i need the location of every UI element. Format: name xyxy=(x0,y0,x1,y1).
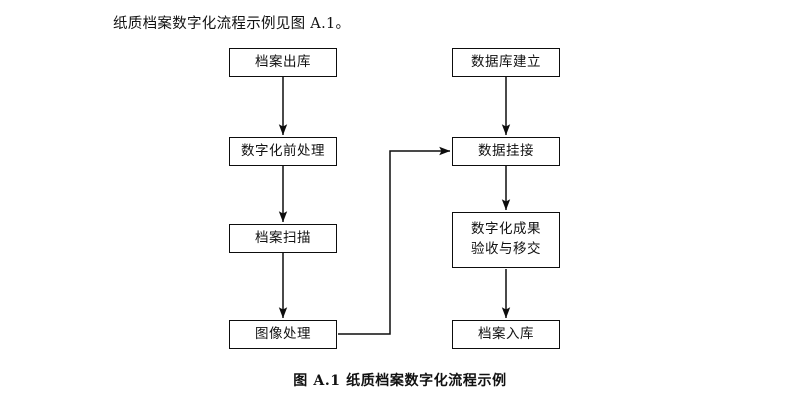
node-scan-label: 档案扫描 xyxy=(255,229,311,246)
node-db-build-label: 数据库建立 xyxy=(471,53,541,70)
node-image-process[interactable]: 图像处理 xyxy=(229,320,337,349)
node-image-process-label: 图像处理 xyxy=(255,325,311,342)
node-archive-out[interactable]: 档案出库 xyxy=(229,48,337,77)
node-data-link[interactable]: 数据挂接 xyxy=(452,137,560,166)
figure-caption: 图 A.1 纸质档案数字化流程示例 xyxy=(293,373,507,389)
node-pre-process[interactable]: 数字化前处理 xyxy=(229,137,337,166)
node-archive-in-label: 档案入库 xyxy=(478,325,534,342)
node-db-build[interactable]: 数据库建立 xyxy=(452,48,560,77)
intro-paragraph: 纸质档案数字化流程示例见图 A.1。 xyxy=(113,16,351,32)
node-archive-out-label: 档案出库 xyxy=(255,53,311,70)
node-data-link-label: 数据挂接 xyxy=(478,142,534,159)
edge-image-process-to-data-link xyxy=(338,146,451,335)
node-archive-in[interactable]: 档案入库 xyxy=(452,320,560,349)
node-accept-label-line2: 验收与移交 xyxy=(471,241,541,257)
node-pre-process-label: 数字化前处理 xyxy=(241,142,325,159)
node-accept[interactable]: 数字化成果 验收与移交 xyxy=(452,212,560,268)
node-scan[interactable]: 档案扫描 xyxy=(229,224,337,253)
node-accept-label-line1: 数字化成果 xyxy=(471,221,541,238)
